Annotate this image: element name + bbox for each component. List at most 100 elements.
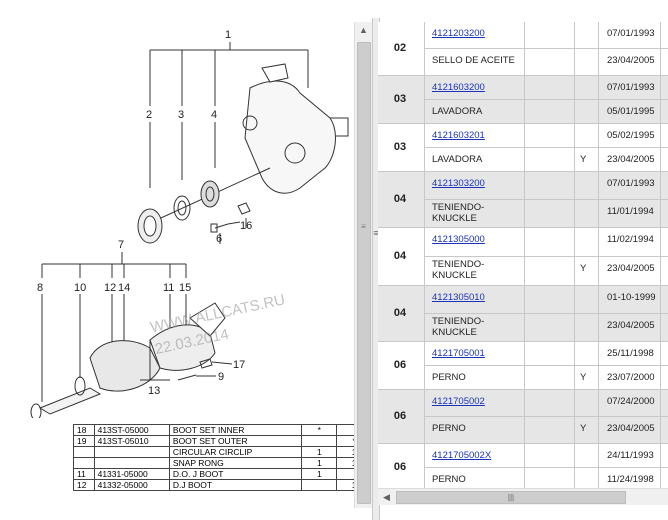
callout-11: 11	[163, 282, 174, 294]
parts-table-cell: D.O. J BOOT	[168, 468, 303, 480]
exploded-parts-diagram: 1 2 3 4 6 16 7 8 10 12 14 11 15 17 9 13 …	[30, 29, 349, 418]
date-from: 25/11/1998	[607, 348, 654, 359]
parts-table-cell: 1	[301, 468, 338, 480]
horizontal-grip-icon: |||	[507, 493, 515, 502]
callout-6: 6	[216, 233, 222, 245]
parts-table-row: CIRCULAR CIRCLIP11	[73, 446, 372, 458]
part-number-link[interactable]: 4121303200	[432, 178, 485, 189]
scroll-up-button[interactable]: ▲	[355, 22, 372, 39]
date-to: 11/01/1994	[607, 206, 654, 217]
parts-table-cell: 19	[73, 435, 95, 447]
replacement-flag: Y	[580, 423, 587, 434]
scroll-left-button[interactable]: ◀	[378, 489, 395, 505]
date-to: 23/04/2005	[607, 55, 655, 66]
date-to: 23/04/2005	[607, 423, 655, 434]
part-description: TENIENDO- KNUCKLE	[432, 202, 485, 224]
date-to: 23/04/2005	[607, 263, 655, 274]
diagram-vertical-scrollbar[interactable]: ▲ ≡	[354, 22, 372, 508]
parts-list-horizontal-scrollbar[interactable]: ◀ |||	[378, 488, 668, 505]
callout-4: 4	[211, 109, 217, 121]
arrow-left-icon: ◀	[383, 492, 390, 502]
callout-12: 12	[104, 282, 116, 294]
callout-9: 9	[218, 371, 224, 383]
replacement-flag: Y	[580, 263, 587, 274]
date-from: 05/02/1995	[607, 130, 655, 141]
date-to: 05/01/1995	[607, 106, 655, 117]
parts-table-cell: D.J BOOT	[168, 479, 303, 491]
part-number-link[interactable]: 4121603201	[432, 130, 485, 141]
replacement-flag: Y	[580, 154, 587, 165]
date-from: 01-10-1999	[607, 292, 656, 303]
callout-15: 15	[179, 282, 191, 294]
date-from: 24/11/1993	[607, 450, 654, 461]
part-number-link[interactable]: 4121305000	[432, 234, 485, 245]
replacement-flag: Y	[580, 372, 587, 383]
callout-3: 3	[178, 109, 184, 121]
part-description: PERNO	[432, 372, 466, 383]
callout-2: 2	[146, 109, 152, 121]
parts-table-cell	[73, 457, 95, 469]
part-number-link[interactable]: 4121705002	[432, 396, 485, 407]
ref-code: 04	[393, 193, 407, 205]
splitter-grip-icon: ≡	[373, 228, 379, 238]
parts-table-cell	[93, 457, 170, 469]
parts-table-cell: BOOT SET INNER	[168, 424, 303, 436]
part-number-link[interactable]: 4121603200	[432, 82, 485, 93]
part-number-link[interactable]: 4121203200	[432, 28, 485, 39]
ref-code: 04	[393, 250, 407, 262]
parts-table-cell: 1	[301, 457, 338, 469]
part-number-link[interactable]: 4121305010	[432, 292, 485, 303]
scroll-thumb[interactable]	[357, 42, 371, 504]
part-number-link[interactable]: 4121705001	[432, 348, 485, 359]
date-to: 11/24/1998	[607, 474, 654, 485]
date-to: 23/04/2005	[607, 154, 655, 165]
callout-14: 14	[118, 282, 130, 294]
date-to: 23/04/2005	[607, 320, 655, 331]
parts-table-cell: 1	[301, 446, 338, 458]
ref-code: 03	[393, 93, 407, 105]
callout-8: 8	[37, 282, 43, 294]
ref-code: 02	[393, 42, 407, 54]
part-number-link[interactable]: 4121705002X	[432, 450, 492, 461]
parts-table-cell: 413ST-05010	[93, 435, 170, 447]
parts-table-cell: CIRCULAR CIRCLIP	[168, 446, 303, 458]
part-description: TENIENDO- KNUCKLE	[432, 316, 485, 338]
parts-table-cell: 12	[73, 479, 95, 491]
horizontal-scroll-thumb[interactable]: |||	[396, 491, 626, 504]
part-description: LAVADORA	[432, 106, 483, 117]
part-description: SELLO DE ACEITE	[432, 55, 515, 66]
parts-table-cell	[73, 446, 95, 458]
parts-table-cell: 413ST-05000	[93, 424, 170, 436]
parts-table-cell: 41332-05000	[93, 479, 170, 491]
part-description: LAVADORA	[432, 154, 483, 165]
parts-table-cell: 41331-05000	[93, 468, 170, 480]
ref-code: 06	[393, 410, 407, 422]
part-description: PERNO	[432, 474, 466, 485]
callout-10: 10	[74, 282, 86, 294]
parts-table-cell: SNAP RONG	[168, 457, 303, 469]
parts-table-cell	[93, 446, 170, 458]
parts-table-cell: BOOT SET OUTER	[168, 435, 303, 447]
ref-code: 06	[393, 461, 407, 473]
callout-7: 7	[118, 239, 124, 251]
callout-17: 17	[233, 359, 245, 371]
ref-code: 06	[393, 359, 407, 371]
date-to: 23/07/2000	[607, 372, 655, 383]
date-from: 07/24/2000	[607, 396, 655, 407]
arrow-up-icon: ▲	[359, 25, 368, 35]
ref-code: 04	[393, 307, 407, 319]
part-description: TENIENDO- KNUCKLE	[432, 259, 485, 281]
date-from: 07/01/1993	[607, 28, 655, 39]
callout-13: 13	[148, 385, 160, 397]
parts-list-item: 06 4121705002X PERNO 24/11/1993 11/24/1998	[378, 444, 668, 488]
part-description: PERNO	[432, 423, 466, 434]
parts-table-cell: *	[301, 424, 338, 436]
ref-code: 03	[393, 141, 407, 153]
